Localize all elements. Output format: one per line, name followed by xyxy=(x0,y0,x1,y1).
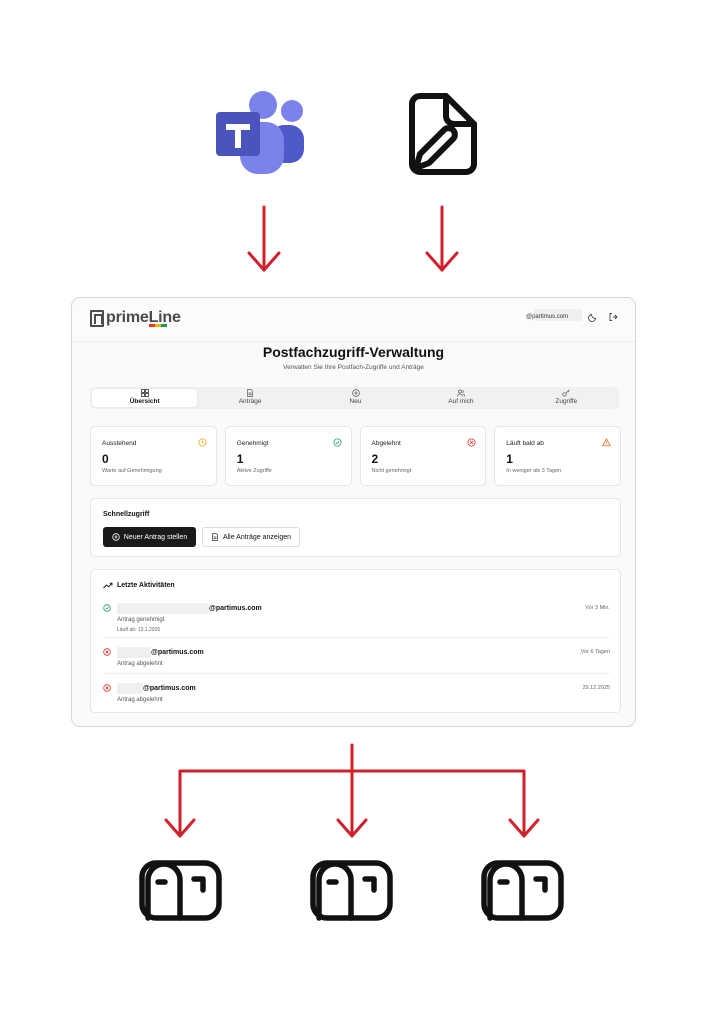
button-label: Neuer Antrag stellen xyxy=(123,533,188,541)
activity-desc: Antrag abgelehnt xyxy=(117,661,163,667)
logo-color-bar xyxy=(149,324,167,327)
recent-activity-card: Letzte Aktivitäten @partimus.com Antrag … xyxy=(90,569,621,713)
stat-sub: Aktive Zugriffe xyxy=(236,468,272,474)
tab-label: Übersicht xyxy=(129,398,160,405)
stat-sub: In weniger als 3 Tagen xyxy=(506,468,562,474)
activity-desc: Antrag abgelehnt xyxy=(117,697,163,703)
stat-card-pending: Ausstehend 0 Warte auf Genehmigung xyxy=(90,426,217,486)
redacted-email-prefix xyxy=(117,603,209,614)
activity-time: Vor 6 Tagen xyxy=(580,649,610,655)
button-label: Alle Anträge anzeigen xyxy=(222,533,292,541)
all-requests-button[interactable]: Alle Anträge anzeigen xyxy=(202,527,300,547)
trending-up-icon xyxy=(103,582,113,589)
logo-mark xyxy=(90,309,104,327)
moon-icon[interactable] xyxy=(588,312,598,322)
activity-item[interactable]: @partimus.com Antrag abgelehnt 29.12.202… xyxy=(103,682,610,710)
document-icon xyxy=(247,389,253,397)
stat-card-approved: Genehmigt 1 Aktive Zugriffe xyxy=(224,426,352,486)
tab-assigned[interactable]: Auf mich xyxy=(408,387,513,409)
activity-email: @partimus.com xyxy=(151,649,204,656)
tab-access[interactable]: Zugriffe xyxy=(514,387,619,409)
plus-circle-icon xyxy=(112,533,120,541)
check-circle-icon xyxy=(332,438,342,447)
tab-new[interactable]: Neu xyxy=(303,387,408,409)
activity-email: @partimus.com xyxy=(209,605,262,612)
stat-card-rejected: Abgelehnt 2 Nicht genehmigt xyxy=(359,426,487,486)
document-icon xyxy=(212,533,218,541)
redacted-user-name xyxy=(534,309,582,321)
stat-value: 0 xyxy=(102,452,109,466)
recent-activity-header: Letzte Aktivitäten xyxy=(103,582,175,589)
quick-access-title: Schnellzugriff xyxy=(103,511,150,518)
redacted-email-prefix xyxy=(117,647,151,658)
tab-overview[interactable]: Übersicht xyxy=(92,389,198,407)
activity-item[interactable]: @partimus.com Antrag genehmigt Läuft ab:… xyxy=(103,602,610,638)
stat-label: Ausstehend xyxy=(102,440,137,447)
top-bar: primeLine @partimus.com xyxy=(72,298,635,342)
stats-row: Ausstehend 0 Warte auf Genehmigung Geneh… xyxy=(90,426,621,486)
tab-label: Anträge xyxy=(238,398,262,405)
activity-item[interactable]: @partimus.com Antrag abgelehnt Vor 6 Tag… xyxy=(103,646,610,674)
warning-icon xyxy=(602,438,611,447)
tab-bar: Übersicht Anträge Neu Auf mich Zugriffe xyxy=(90,387,619,409)
brand-logo[interactable]: primeLine xyxy=(90,309,181,327)
brand-name: primeLine xyxy=(106,309,181,326)
microsoft-teams-icon xyxy=(216,91,304,174)
logout-icon[interactable] xyxy=(608,312,618,322)
mailbox-icon xyxy=(310,860,393,921)
app-screenshot: primeLine @partimus.com Postfachzugriff-… xyxy=(71,297,636,727)
tab-requests[interactable]: Anträge xyxy=(197,387,302,409)
arrow-signature-to-app xyxy=(425,205,459,272)
page-title: Postfachzugriff-Verwaltung xyxy=(262,344,445,360)
tab-label: Zugriffe xyxy=(555,398,578,405)
x-circle-icon xyxy=(467,438,476,447)
arrow-app-to-mailboxes xyxy=(164,743,540,838)
users-icon xyxy=(457,389,465,397)
grid-icon xyxy=(140,389,149,397)
stat-label: Läuft bald ab xyxy=(506,440,544,447)
file-signature-icon xyxy=(409,93,477,175)
stat-sub: Warte auf Genehmigung xyxy=(102,468,162,474)
arrow-teams-to-app xyxy=(247,205,281,272)
stat-label: Genehmigt xyxy=(236,440,269,447)
mailbox-icon xyxy=(139,860,222,921)
key-icon xyxy=(562,389,570,397)
recent-activity-title: Letzte Aktivitäten xyxy=(117,582,175,589)
activity-email: @partimus.com xyxy=(143,685,196,692)
clock-icon xyxy=(198,438,207,447)
stat-card-expiring: Läuft bald ab 1 In weniger als 3 Tagen xyxy=(494,426,621,486)
tab-label: Auf mich xyxy=(448,398,474,405)
activity-expiry: Läuft ab: 13.1.2026 xyxy=(117,627,161,633)
stat-value: 2 xyxy=(371,452,379,466)
stat-sub: Nicht genehmigt xyxy=(371,468,412,474)
stat-value: 1 xyxy=(236,452,244,466)
stat-label: Abgelehnt xyxy=(371,440,401,447)
mailbox-icon xyxy=(481,860,564,921)
x-circle-icon xyxy=(103,684,111,692)
activity-time: 29.12.2025 xyxy=(582,685,610,691)
x-circle-icon xyxy=(103,648,111,656)
user-email: @partimus.com xyxy=(526,314,569,320)
stat-value: 1 xyxy=(506,452,513,466)
activity-time: Vor 3 Min. xyxy=(585,605,610,611)
plus-circle-icon xyxy=(351,389,360,397)
activity-desc: Antrag genehmigt xyxy=(117,617,165,623)
redacted-email-prefix xyxy=(117,683,143,694)
new-request-button[interactable]: Neuer Antrag stellen xyxy=(103,527,196,547)
page-subtitle: Verwalten Sie Ihre Postfach-Zugriffe und… xyxy=(283,364,424,371)
quick-access-card: Schnellzugriff Neuer Antrag stellen Alle… xyxy=(90,498,621,557)
check-circle-icon xyxy=(103,604,111,612)
tab-label: Neu xyxy=(349,398,362,405)
